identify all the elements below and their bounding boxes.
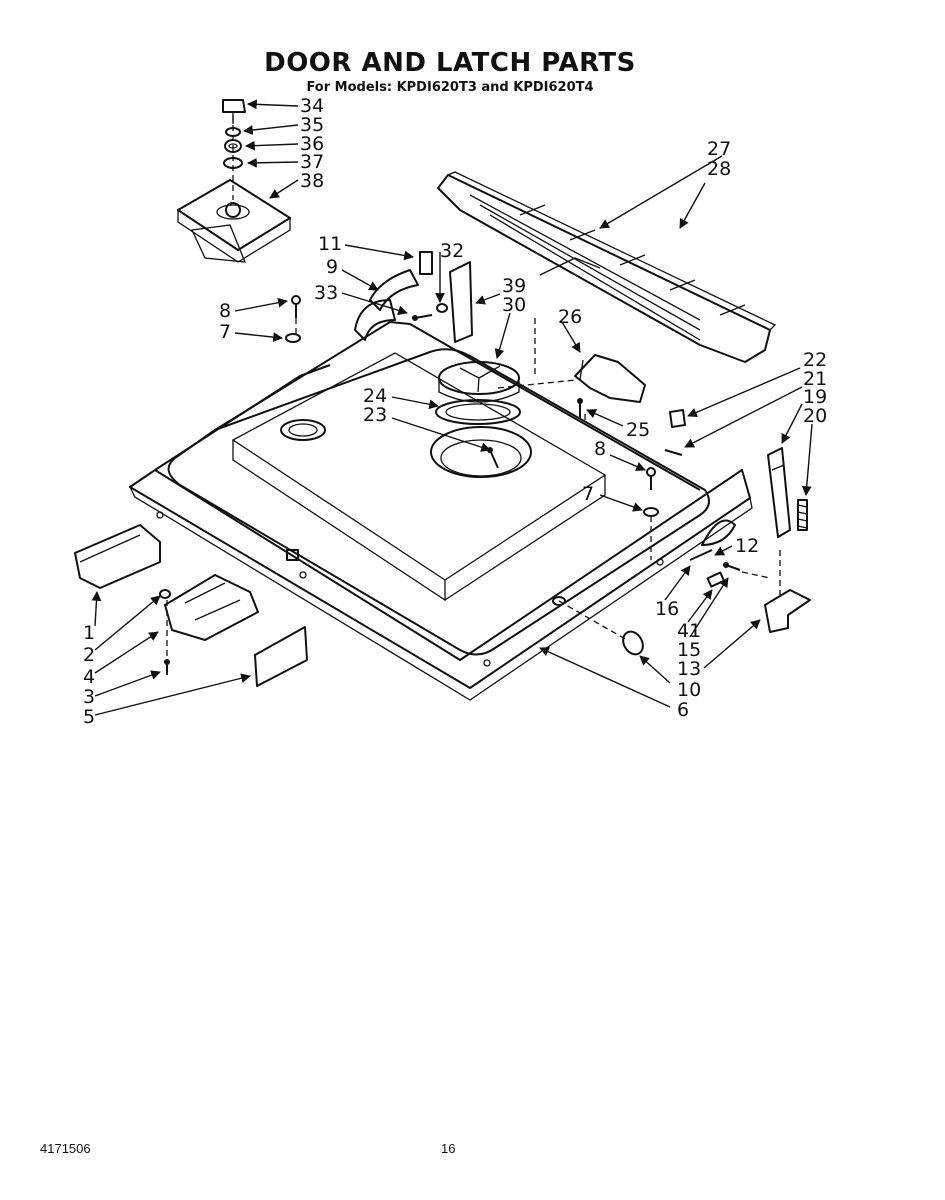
hinge-arm-9 bbox=[354, 269, 419, 341]
callout-37: 37 bbox=[300, 151, 324, 173]
spacer-41 bbox=[706, 571, 726, 588]
door-slot bbox=[286, 549, 299, 561]
latch-lever-19 bbox=[767, 447, 791, 538]
callout-8-left: 8 bbox=[219, 300, 231, 322]
inner-door-liner bbox=[167, 321, 710, 656]
bracket-11 bbox=[419, 251, 433, 275]
callout-9: 9 bbox=[326, 256, 338, 278]
callout-11: 11 bbox=[318, 233, 342, 255]
callout-15: 15 bbox=[677, 639, 701, 661]
screw-21 bbox=[664, 449, 683, 456]
vent-grille bbox=[437, 171, 777, 363]
hinge-assembly-4 bbox=[164, 574, 259, 641]
callout-27: 27 bbox=[707, 138, 731, 160]
callout-7-right: 7 bbox=[582, 483, 594, 505]
screw-3 bbox=[164, 659, 170, 675]
callout-8-right: 8 bbox=[594, 438, 606, 460]
alignment-lines bbox=[166, 115, 781, 660]
screw-15 bbox=[723, 562, 741, 571]
washer-2 bbox=[159, 589, 171, 599]
document-number: 4171506 bbox=[40, 1141, 91, 1156]
detergent-cup-opening bbox=[280, 419, 326, 441]
callout-36: 36 bbox=[300, 133, 324, 155]
callout-13: 13 bbox=[677, 658, 701, 680]
callout-16: 16 bbox=[655, 598, 679, 620]
callout-20: 20 bbox=[803, 405, 827, 427]
callout-26: 26 bbox=[558, 306, 582, 328]
page-number: 16 bbox=[441, 1141, 456, 1156]
bracket-13 bbox=[764, 589, 811, 633]
dispenser-mount-opening bbox=[430, 426, 532, 478]
callout-34: 34 bbox=[300, 95, 324, 117]
callout-25: 25 bbox=[626, 419, 650, 441]
strike-39 bbox=[449, 261, 473, 343]
callout-19: 19 bbox=[803, 386, 827, 408]
callout-7-left: 7 bbox=[219, 321, 231, 343]
door-latch-26 bbox=[574, 354, 646, 403]
callout-labels: 34 35 36 37 38 27 28 11 32 9 39 33 30 8 … bbox=[83, 95, 827, 728]
callout-3: 3 bbox=[83, 686, 95, 708]
callout-4: 4 bbox=[83, 666, 95, 688]
rod-16 bbox=[689, 549, 713, 561]
washer-32 bbox=[436, 303, 448, 313]
dispenser-wheel bbox=[438, 361, 520, 403]
outer-door-panel bbox=[129, 364, 753, 701]
washer-7-right bbox=[643, 507, 659, 517]
callout-23: 23 bbox=[363, 404, 387, 426]
dispenser-control-assembly bbox=[177, 179, 291, 263]
callout-10: 10 bbox=[677, 679, 701, 701]
callout-38: 38 bbox=[300, 170, 324, 192]
leader-lines bbox=[91, 99, 813, 716]
trim-5 bbox=[254, 626, 308, 687]
callout-33: 33 bbox=[314, 282, 338, 304]
callout-21: 21 bbox=[803, 368, 827, 390]
spring-20 bbox=[797, 499, 808, 531]
shield-1 bbox=[74, 524, 161, 589]
callout-41: 41 bbox=[677, 620, 701, 642]
plug-10 bbox=[622, 630, 644, 656]
clip-22 bbox=[669, 409, 686, 428]
hinge-12 bbox=[701, 519, 736, 546]
screw-33 bbox=[412, 314, 433, 321]
page-subtitle: For Models: KPDI620T3 and KPDI620T4 bbox=[306, 80, 594, 95]
callout-2: 2 bbox=[83, 644, 95, 666]
callout-24: 24 bbox=[363, 385, 387, 407]
page-title: DOOR AND LATCH PARTS bbox=[264, 48, 636, 78]
door-holes bbox=[156, 511, 664, 667]
callout-6: 6 bbox=[677, 699, 689, 721]
callout-30: 30 bbox=[502, 294, 526, 316]
callout-1: 1 bbox=[83, 622, 95, 644]
callout-22: 22 bbox=[803, 349, 827, 371]
dispenser-gasket bbox=[435, 399, 521, 425]
screw-8-left bbox=[291, 295, 301, 318]
callout-32: 32 bbox=[440, 240, 464, 262]
screw-8-right bbox=[646, 467, 656, 490]
callout-12: 12 bbox=[735, 535, 759, 557]
callout-28: 28 bbox=[707, 158, 731, 180]
callout-39: 39 bbox=[502, 275, 526, 297]
callout-5: 5 bbox=[83, 706, 95, 728]
knob-34 bbox=[222, 99, 246, 124]
callout-35: 35 bbox=[300, 114, 324, 136]
screw-25 bbox=[577, 398, 583, 418]
washer-7-left bbox=[285, 333, 301, 343]
